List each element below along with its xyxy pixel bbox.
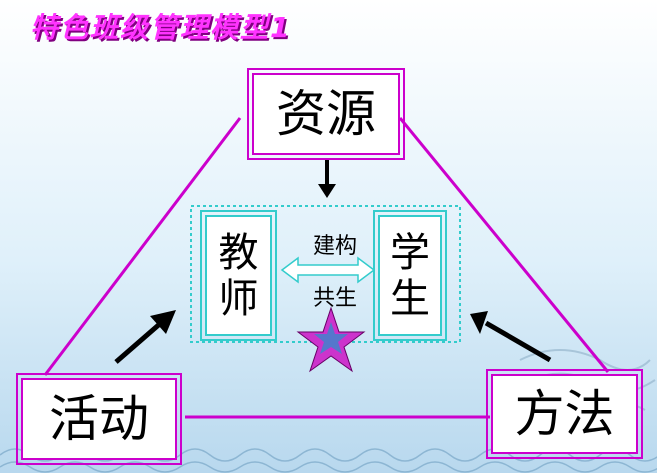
label-symbiosis: 共生 <box>312 286 357 311</box>
teacher-label: 教师 <box>218 229 259 322</box>
edge-right <box>398 117 610 373</box>
star-icon <box>296 306 366 373</box>
label-construct: 建构 <box>312 234 357 259</box>
arrow-up-left-icon <box>470 311 552 363</box>
box-teacher: 教师 <box>200 210 277 341</box>
node-resources: 资源 <box>247 68 405 160</box>
node-methods: 方法 <box>486 369 643 459</box>
arrow-down-icon <box>318 160 336 198</box>
double-arrow-icon <box>280 256 376 284</box>
node-activities: 活动 <box>16 373 182 465</box>
box-student: 学生 <box>373 210 447 341</box>
center-frame <box>190 205 461 343</box>
arrow-up-right-icon <box>114 310 176 364</box>
edge-left <box>43 117 242 376</box>
student-label: 学生 <box>390 229 430 322</box>
page-title: 特色班级管理模型1 <box>30 11 292 44</box>
